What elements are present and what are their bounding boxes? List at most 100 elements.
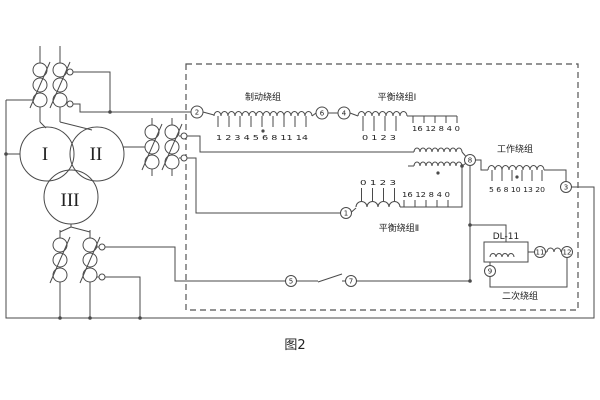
mid-ct-wire-to-transformer-coil bbox=[187, 135, 414, 153]
braking-tap-numbers: 1 2 3 4 5 6 8 11 14 bbox=[216, 134, 309, 142]
bottom-ct-wire-to-switch bbox=[105, 246, 286, 282]
balance1-bottom-ticks bbox=[362, 116, 397, 131]
balance1-right-tap-numbers: 16 12 8 4 0 bbox=[412, 125, 460, 133]
top-ct-to-transformer bbox=[39, 121, 93, 131]
terminal-12: 12 bbox=[561, 246, 573, 258]
winding2-numeral: II bbox=[90, 144, 103, 165]
transformer-winding3-circle bbox=[43, 169, 99, 225]
ct-secondary-wire-b bbox=[73, 71, 111, 112]
double-coil-top-row bbox=[413, 147, 463, 153]
ct-top-polarity-slashes bbox=[29, 61, 71, 109]
balance2-coil bbox=[355, 201, 401, 208]
terminal-2: 2 bbox=[190, 105, 204, 119]
terminal-1: 1 bbox=[340, 207, 352, 219]
relay-dl11: DL-11 二次绕组 bbox=[483, 232, 562, 302]
transformer-winding1-circle bbox=[19, 126, 75, 182]
ct-bottom-polarity-slashes bbox=[49, 236, 101, 284]
braking-coil bbox=[213, 111, 313, 117]
winding3-numeral: III bbox=[61, 190, 80, 211]
working-tap-numbers: 5 6 8 10 13 20 bbox=[489, 186, 545, 194]
balance1-bottom-tap-numbers: 0 1 2 3 bbox=[362, 134, 396, 142]
balance-winding-1: 平衡绕组Ⅰ 16 12 8 4 0 0 1 2 3 bbox=[357, 91, 460, 142]
figure-caption: 图2 bbox=[284, 338, 305, 353]
secondary-winding-label: 二次绕组 bbox=[502, 290, 538, 302]
terminal-3-number: 3 bbox=[564, 184, 568, 192]
power-transformer-symbol: I II III bbox=[19, 126, 125, 225]
working-coil bbox=[487, 165, 545, 171]
working-coil-to-terminal3 bbox=[544, 169, 567, 182]
secondary-winding-coil bbox=[546, 247, 562, 253]
working-tap-ticks bbox=[491, 170, 543, 181]
working-winding: 工作绕组 5 6 8 10 13 20 bbox=[487, 143, 545, 194]
terminal2-to-braking-coil bbox=[202, 111, 215, 116]
braking-tap-ticks bbox=[217, 116, 307, 127]
relay-label: DL-11 bbox=[493, 232, 520, 242]
balance2-top-tap-numbers: 0 1 2 3 bbox=[360, 179, 396, 187]
ct-bottom-tap-terminal-a bbox=[98, 243, 106, 251]
double-coil-to-balance2 bbox=[448, 166, 463, 208]
ct-top-tap-terminal-a bbox=[66, 68, 74, 76]
braking-winding-label: 制动绕组 bbox=[245, 91, 281, 103]
terminal8-to-working-coil bbox=[475, 159, 488, 171]
outer-return-wire bbox=[5, 100, 595, 319]
ct-mid-tap-terminal-a bbox=[180, 132, 188, 140]
switch-blade bbox=[317, 273, 343, 283]
terminal1-to-balance2-coil bbox=[351, 207, 357, 213]
terminal-8-number: 8 bbox=[468, 157, 472, 165]
winding3-to-bottom-ct bbox=[59, 224, 91, 233]
relay-box bbox=[483, 241, 529, 263]
balance2-top-ticks bbox=[361, 188, 395, 201]
transformer-winding2-circle bbox=[69, 126, 125, 182]
double-coil-bottom-row bbox=[413, 161, 463, 167]
balance1-label: 平衡绕组Ⅰ bbox=[378, 91, 417, 103]
relay-panel-dashed-boundary bbox=[185, 63, 579, 311]
ct-mid-tap-terminal-b bbox=[180, 154, 188, 162]
terminal-6-number: 6 bbox=[320, 110, 325, 118]
ct-group-middle bbox=[141, 123, 188, 171]
terminal-11: 11 bbox=[534, 246, 546, 258]
relay-coil bbox=[489, 253, 515, 258]
terminal-6: 6 bbox=[315, 106, 329, 120]
balance1-right-ticks bbox=[412, 116, 458, 123]
terminal-2-number: 2 bbox=[195, 109, 199, 117]
junction-dots bbox=[4, 110, 472, 320]
balance2-label: 平衡绕组Ⅱ bbox=[379, 222, 419, 234]
ct-top-tap-terminal-b bbox=[66, 100, 74, 108]
terminal-5: 5 bbox=[285, 275, 297, 287]
relay-top-feed bbox=[470, 224, 507, 242]
double-coil-polarity-dot bbox=[436, 171, 440, 175]
terminal-8: 8 bbox=[464, 154, 476, 166]
balance2-right-tap-numbers: 16 12 8 4 0 bbox=[402, 191, 450, 199]
braking-polarity-dot bbox=[261, 129, 265, 133]
balance2-right-ticks bbox=[403, 200, 449, 207]
terminal-9: 9 bbox=[484, 265, 496, 277]
ct-group-top bbox=[29, 61, 74, 109]
terminal-1-number: 1 bbox=[344, 210, 348, 218]
terminal-4-number: 4 bbox=[342, 110, 347, 118]
working-label: 工作绕组 bbox=[497, 143, 533, 155]
terminal-3: 3 bbox=[560, 181, 572, 193]
numbered-terminals: 2 6 4 8 3 1 5 7 9 11 12 bbox=[190, 105, 573, 287]
ct-secondary-wire-a bbox=[73, 103, 191, 113]
ct-mid-polarity-slashes bbox=[141, 123, 183, 171]
terminal-7-number: 7 bbox=[349, 278, 353, 286]
terminal-4: 4 bbox=[337, 106, 351, 120]
balance-winding-2: 0 1 2 3 16 12 8 4 0 平衡绕组Ⅱ bbox=[355, 179, 450, 234]
mid-ct-wire-to-terminal1 bbox=[187, 157, 341, 214]
terminal-11-number: 11 bbox=[536, 249, 545, 257]
braking-winding: 制动绕组 1 2 3 4 5 6 8 11 14 bbox=[213, 91, 313, 142]
terminal-9-number: 9 bbox=[488, 268, 492, 276]
terminal-7: 7 bbox=[345, 275, 357, 287]
winding1-numeral: I bbox=[42, 144, 48, 165]
working-polarity-dot bbox=[515, 175, 519, 179]
secondary-loop-wire bbox=[489, 257, 568, 288]
bottom-ct-tap-stubs bbox=[97, 246, 99, 278]
terminal-12-number: 12 bbox=[563, 249, 572, 257]
ct-group-bottom bbox=[49, 236, 106, 284]
terminal4-to-balance1-coil bbox=[349, 112, 359, 117]
bottom-ct-wire-to-return bbox=[105, 276, 141, 318]
saturating-transformer bbox=[413, 147, 463, 175]
balance1-coil bbox=[357, 111, 408, 117]
